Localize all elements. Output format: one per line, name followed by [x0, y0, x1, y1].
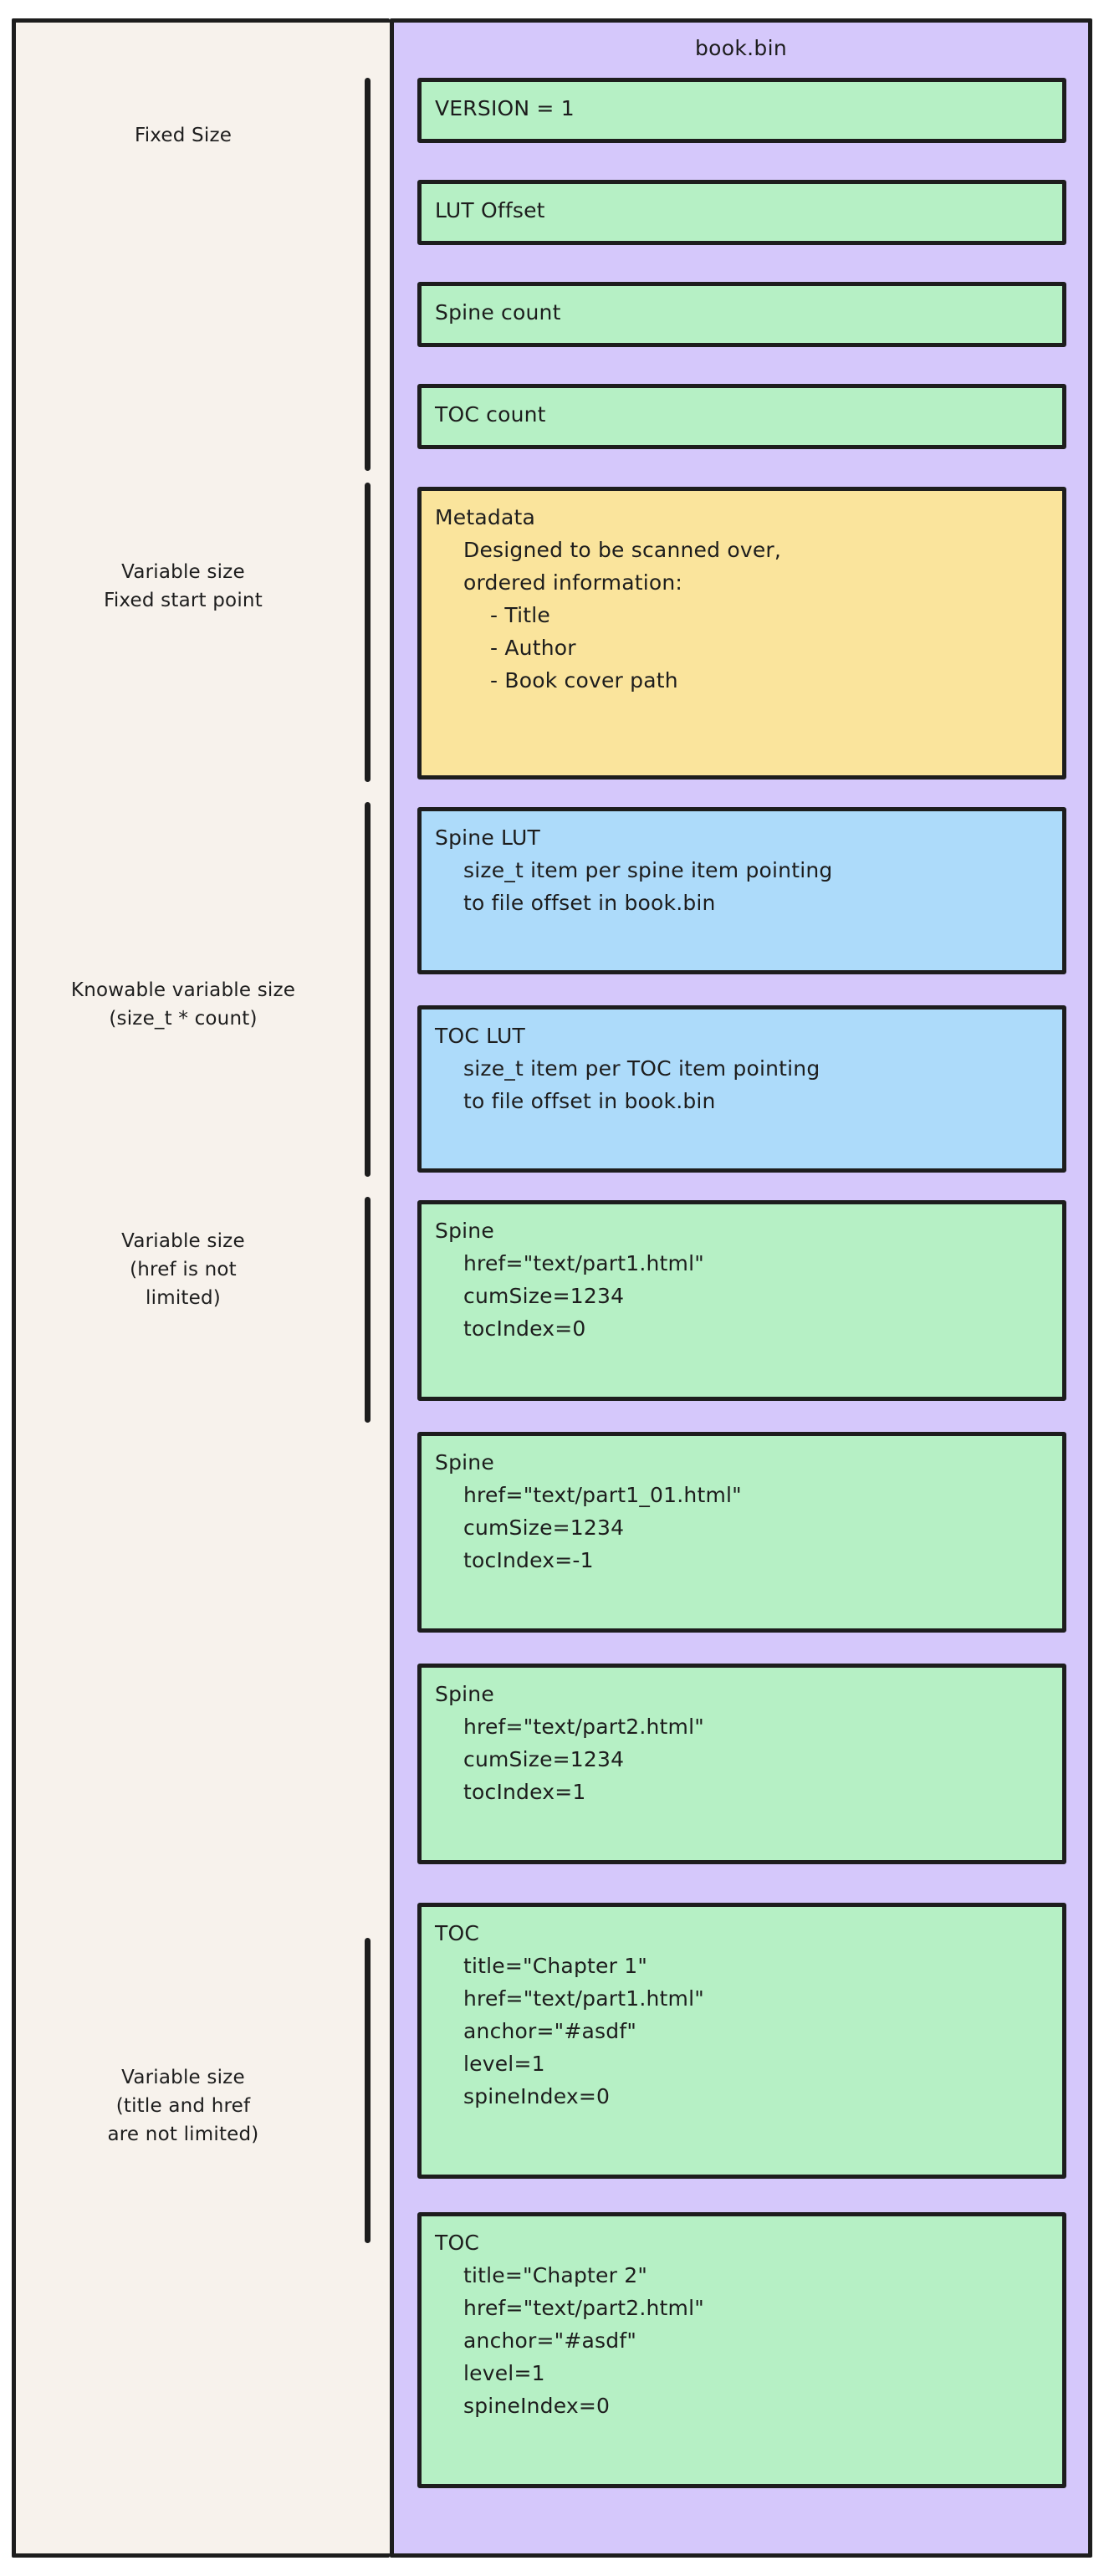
record-box-spine-2: Spine href="text/part1_01.html" cumSize=12…	[417, 1432, 1066, 1633]
record-box-spine-3: Spine href="text/part2.html" cumSize=1234 t…	[417, 1664, 1066, 1864]
record-box-toc-count: TOC count	[417, 384, 1066, 449]
bracket-line-variable-title-href	[365, 1938, 371, 2243]
record-line: href="text/part1.html"	[463, 1986, 704, 2011]
bracket-line-variable-fixed-start	[365, 483, 371, 782]
annotation-line: Fixed Size	[134, 125, 233, 146]
bracket-line-knowable-variable	[365, 802, 371, 1177]
record-line: tocIndex=1	[463, 1780, 586, 1804]
record-line: Spine	[435, 1219, 494, 1243]
record-line: href="text/part1_01.html"	[463, 1483, 742, 1507]
record-line: size_t item per TOC item pointing	[463, 1056, 820, 1081]
bracket-line-fixed-size	[365, 78, 371, 471]
record-line: tocIndex=0	[463, 1316, 586, 1341]
record-line: TOC	[435, 2231, 480, 2255]
annotation-label-knowable-variable: Knowable variable size (size_t * count)	[16, 976, 350, 1033]
record-line: TOC count	[435, 402, 546, 427]
record-line: ordered information:	[463, 570, 683, 595]
annotation-line: limited)	[146, 1287, 221, 1309]
record-box-toc-lut: TOC LUT size_t item per TOC item pointing…	[417, 1005, 1066, 1173]
record-line: cumSize=1234	[463, 1747, 625, 1771]
annotation-label-fixed-size: Fixed Size	[16, 121, 350, 150]
record-line: Spine LUT	[435, 825, 540, 850]
record-line: VERSION = 1	[435, 96, 575, 120]
annotation-line: Variable size	[121, 1230, 245, 1252]
record-line: spineIndex=0	[463, 2084, 611, 2108]
record-line: - Title	[490, 603, 550, 627]
record-line: to file offset in book.bin	[463, 1089, 716, 1113]
record-box-lut-offset: LUT Offset	[417, 180, 1066, 245]
record-line: Metadata	[435, 505, 535, 529]
record-line: Spine	[435, 1682, 494, 1706]
record-line: title="Chapter 2"	[463, 2263, 648, 2287]
record-line: title="Chapter 1"	[463, 1954, 648, 1978]
annotation-line: (size_t * count)	[109, 1008, 258, 1030]
annotation-line: (href is not	[130, 1259, 237, 1280]
record-line: Spine	[435, 1450, 494, 1475]
record-line: TOC	[435, 1921, 480, 1945]
record-box-spine-1: Spine href="text/part1.html" cumSize=1234 t…	[417, 1200, 1066, 1401]
annotation-label-variable-href: Variable size (href is not limited)	[16, 1227, 350, 1312]
record-line: cumSize=1234	[463, 1284, 625, 1308]
annotation-label-variable-title-href: Variable size (title and href are not limi…	[16, 2063, 350, 2149]
record-line: href="text/part2.html"	[463, 2296, 704, 2320]
record-line: href="text/part2.html"	[463, 1715, 704, 1739]
annotation-line: Variable size	[121, 561, 245, 583]
record-line: href="text/part1.html"	[463, 1251, 704, 1275]
record-line: tocIndex=-1	[463, 1548, 594, 1572]
annotation-line: are not limited)	[107, 2124, 259, 2145]
record-line: TOC LUT	[435, 1024, 526, 1048]
annotation-line: Fixed start point	[104, 590, 263, 611]
bracket-line-variable-href	[365, 1197, 371, 1423]
record-line: size_t item per spine item pointing	[463, 858, 833, 882]
record-line: level=1	[463, 2052, 545, 2076]
record-box-toc-1: TOC title="Chapter 1" href="text/part1.htm…	[417, 1903, 1066, 2179]
record-line: Spine count	[435, 300, 561, 325]
record-line: spineIndex=0	[463, 2394, 611, 2418]
record-line: to file offset in book.bin	[463, 891, 716, 915]
file-title: book.bin	[695, 36, 787, 60]
record-line: anchor="#asdf"	[463, 2328, 637, 2353]
annotation-line: Variable size	[121, 2067, 245, 2088]
record-line: level=1	[463, 2361, 545, 2385]
annotation-line: (title and href	[115, 2095, 251, 2117]
record-line: - Book cover path	[490, 668, 678, 693]
record-line: Designed to be scanned over,	[463, 538, 782, 562]
record-box-spine-lut: Spine LUT size_t item per spine item poin…	[417, 807, 1066, 974]
record-line: anchor="#asdf"	[463, 2019, 637, 2043]
record-box-spine-count: Spine count	[417, 282, 1066, 347]
annotation-line: Knowable variable size	[70, 979, 296, 1001]
record-line: LUT Offset	[435, 198, 545, 222]
record-line: - Author	[490, 636, 576, 660]
record-line: cumSize=1234	[463, 1515, 625, 1540]
record-box-version: VERSION = 1	[417, 78, 1066, 143]
record-box-toc-2: TOC title="Chapter 2" href="text/part2.htm…	[417, 2212, 1066, 2488]
